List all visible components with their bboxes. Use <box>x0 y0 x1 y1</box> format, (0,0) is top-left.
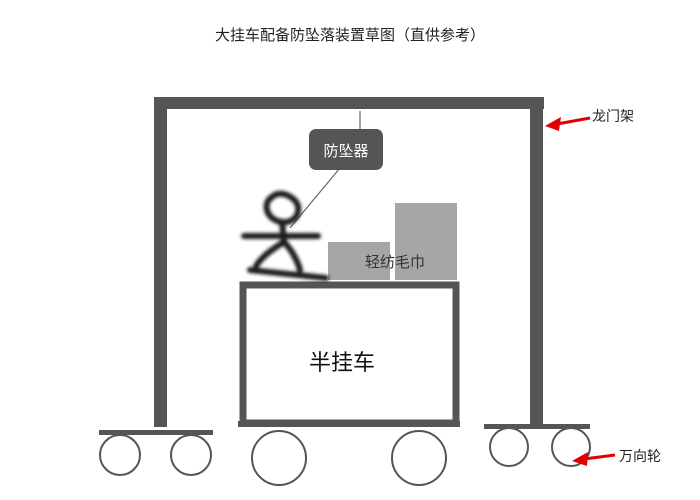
fall-arrester: 防坠器 <box>309 129 383 170</box>
cargo-box-small <box>328 242 390 280</box>
arrow-head <box>572 452 588 466</box>
cargo-box-tall <box>395 203 457 280</box>
trailer-wheel <box>391 430 447 486</box>
cargo-label: 轻纺毛巾 <box>365 253 425 271</box>
semi-trailer: 半挂车 <box>238 281 460 486</box>
stick-figure-icon <box>241 190 329 281</box>
cargo: 轻纺毛巾 <box>328 203 457 280</box>
gantry-arrow: 龙门架 <box>545 109 634 131</box>
right-base-bar <box>484 424 590 429</box>
red-left-arrow-icon <box>583 453 616 461</box>
right-caster-base <box>484 424 591 467</box>
caster-wheel <box>489 427 529 467</box>
gantry-top-beam <box>154 97 544 109</box>
left-caster-base <box>99 430 213 476</box>
arrow-head <box>545 117 561 131</box>
trailer-label: 半挂车 <box>309 351 375 376</box>
fall-arrester-pill <box>309 129 383 170</box>
trailer-wheel <box>251 430 307 486</box>
trailer-base-bar <box>238 421 460 427</box>
fall-arrester-label: 防坠器 <box>323 142 368 160</box>
casters-label: 万向轮 <box>619 449 661 465</box>
gantry-frame <box>154 97 544 427</box>
caster-wheel <box>170 434 212 476</box>
gantry-left-post <box>154 97 167 427</box>
red-left-arrow-icon <box>556 116 591 126</box>
caster-wheel <box>99 434 141 476</box>
gantry-label: 龙门架 <box>592 109 634 125</box>
left-base-bar <box>99 430 213 435</box>
casters-arrow: 万向轮 <box>572 449 661 466</box>
gantry-right-post <box>530 97 543 427</box>
diagram-title: 大挂车配备防坠落装置草图（直供参考） <box>215 26 485 44</box>
